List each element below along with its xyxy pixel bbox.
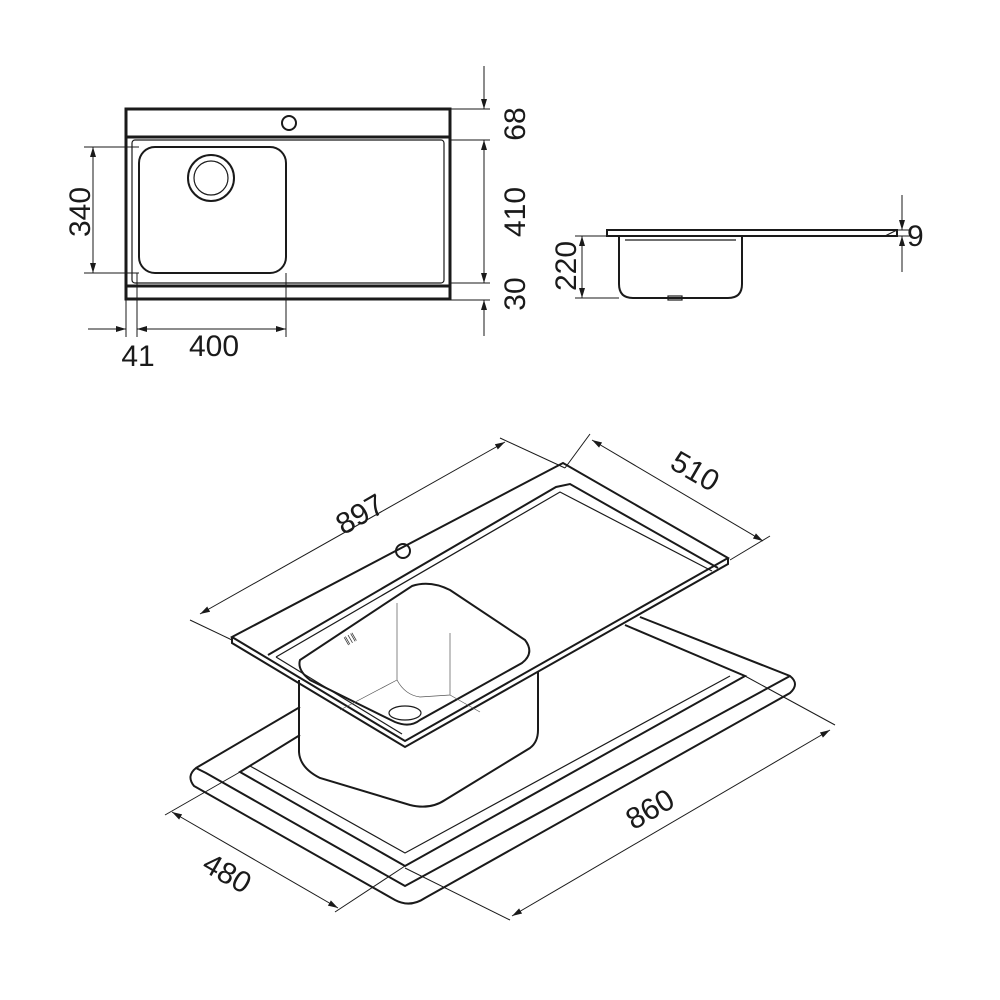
bowl bbox=[138, 146, 287, 274]
dim-510: 510 bbox=[665, 445, 725, 499]
dim-480: 480 bbox=[197, 847, 257, 901]
iso-view: ‖|‖ 897 510 860 480 bbox=[164, 433, 836, 921]
dim-400: 400 bbox=[189, 330, 239, 363]
sink-outline bbox=[124, 107, 452, 301]
top-view: 68 410 30 340 41 400 bbox=[64, 66, 532, 373]
dim-68: 68 bbox=[499, 107, 532, 140]
dim-340: 340 bbox=[64, 187, 97, 237]
dim-41: 41 bbox=[121, 340, 154, 373]
dim-220: 220 bbox=[550, 241, 583, 291]
iso-dimensions: 897 510 860 480 bbox=[164, 433, 836, 921]
right-dimensions: 68 410 30 bbox=[450, 66, 532, 336]
drainer-area bbox=[131, 139, 445, 284]
dim-410: 410 bbox=[499, 187, 532, 237]
sink-plate: ‖|‖ bbox=[229, 461, 731, 749]
left-dimensions: 340 bbox=[64, 146, 139, 274]
flange bbox=[606, 229, 898, 237]
drain-outlet bbox=[667, 295, 683, 301]
drain-outer-icon bbox=[187, 154, 235, 202]
overflow-slots-icon: ‖|‖ bbox=[343, 632, 358, 647]
side-view: 220 9 bbox=[550, 195, 924, 301]
drain-inner-icon bbox=[193, 160, 229, 196]
dim-30: 30 bbox=[499, 277, 532, 310]
tap-hole-icon bbox=[281, 115, 297, 131]
bowl-profile bbox=[618, 236, 743, 299]
drain-icon bbox=[388, 705, 422, 721]
dim-897: 897 bbox=[330, 488, 390, 542]
dim-860: 860 bbox=[620, 783, 680, 837]
dim-9: 9 bbox=[907, 220, 924, 253]
bottom-dimensions: 41 400 bbox=[88, 273, 287, 373]
